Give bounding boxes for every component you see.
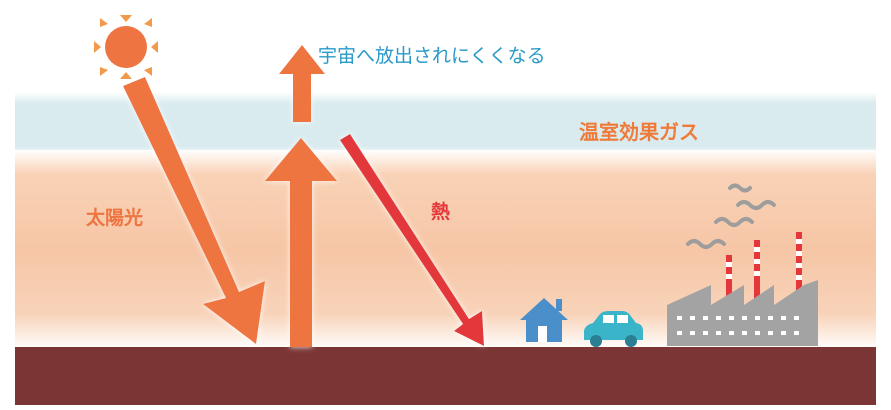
- sunlight-label: 太陽光: [86, 207, 144, 229]
- reflected-arrow: [265, 138, 337, 347]
- space-emission-label: 宇宙へ放出されにくくなる: [318, 45, 546, 67]
- house-icon: [520, 298, 568, 342]
- greenhouse-gas-label: 温室効果ガス: [579, 120, 699, 144]
- factory-icon: [667, 183, 818, 346]
- ground: [15, 347, 876, 405]
- sunlight-arrow: [123, 77, 265, 344]
- car-icon: [584, 311, 643, 347]
- heat-label: 熱: [431, 201, 451, 223]
- sun-icon: [94, 15, 158, 79]
- space-arrow: [279, 45, 325, 122]
- heat-arrow: [340, 134, 484, 346]
